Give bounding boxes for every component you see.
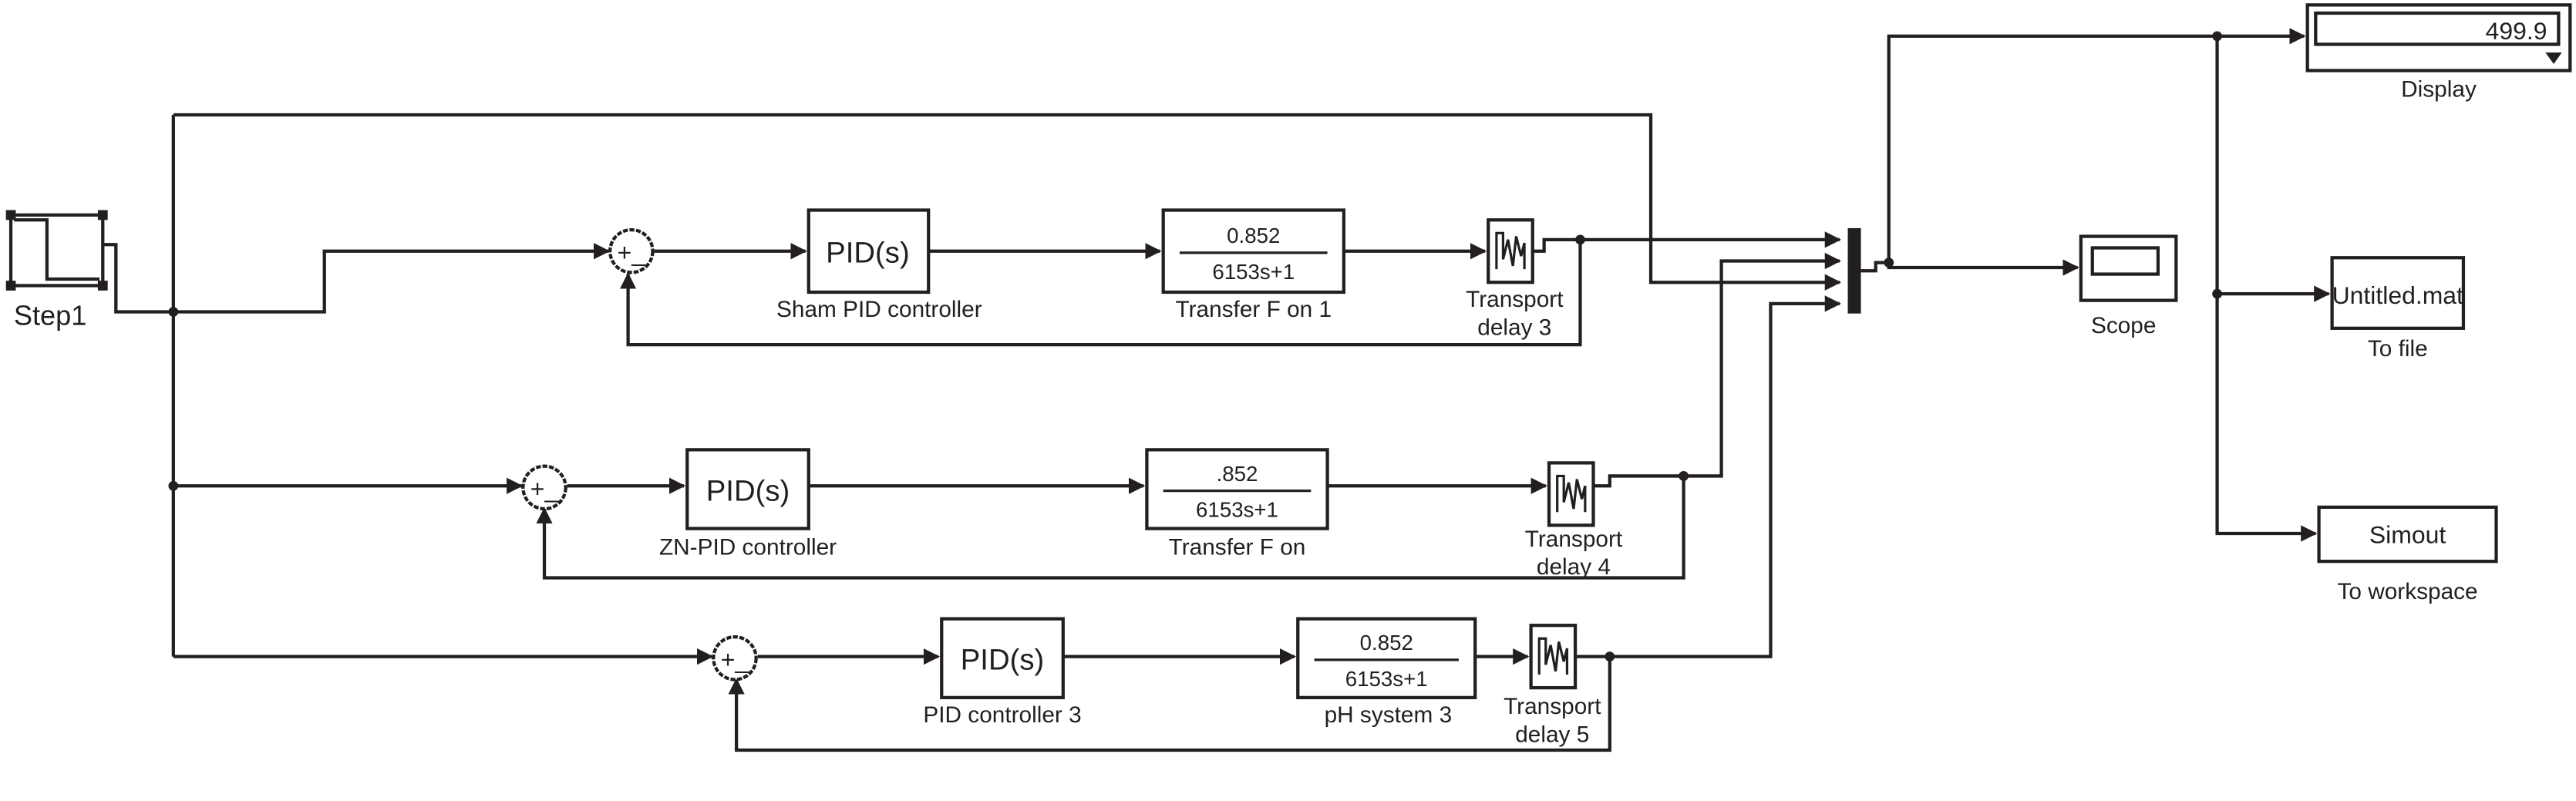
tf-numerator: 0.852 (1360, 631, 1413, 655)
pid-text: PID(s) (706, 474, 790, 507)
mux-block[interactable] (1847, 227, 1861, 314)
step-label: Step1 (14, 300, 87, 332)
to-file-block[interactable]: Untitled.mat (2330, 256, 2466, 330)
scope-label: Scope (2091, 313, 2157, 338)
sum-signs: +_ (618, 239, 647, 267)
transfer-fcn-block-3[interactable]: 0.852 6153s+1 (1296, 617, 1477, 699)
delay-label-4b: delay 4 (1537, 554, 1611, 580)
transfer-fcn-block-1[interactable]: 0.852 6153s+1 (1161, 208, 1346, 294)
sum-block-3[interactable]: +_ (712, 634, 758, 682)
to-workspace-label: To workspace (2337, 579, 2477, 604)
sum-signs: +_ (721, 646, 750, 674)
pid-text: PID(s) (961, 644, 1045, 677)
display-label: Display (2401, 77, 2477, 103)
display-value: 499.9 (2486, 17, 2547, 45)
to-workspace-text: Simout (2369, 521, 2446, 549)
pid-block-3[interactable]: PID(s) (940, 617, 1065, 699)
tf-denominator: 6153s+1 (1212, 260, 1295, 284)
to-file-label: To file (2368, 336, 2428, 362)
transport-delay-block-3[interactable] (1488, 220, 1532, 282)
sum-block-2[interactable]: +_ (521, 464, 567, 511)
tf-label-3: pH system 3 (1325, 702, 1453, 728)
transport-delay-block-5[interactable] (1531, 625, 1575, 688)
transport-delay-block-4[interactable] (1549, 463, 1593, 525)
signal-lines (103, 28, 2331, 752)
delay-label-3a: Transport (1466, 287, 1564, 312)
pid-block-2[interactable]: PID(s) (685, 448, 810, 530)
step-block[interactable] (5, 210, 108, 291)
sum-signs: +_ (530, 475, 560, 503)
tf-label-1: Transfer F on 1 (1175, 297, 1332, 322)
tf-label-2: Transfer F on (1169, 535, 1306, 560)
display-block[interactable]: 499.9 (2305, 3, 2572, 72)
pid-block-1[interactable]: PID(s) (806, 208, 931, 294)
delay-label-5a: Transport (1504, 694, 1601, 719)
scope-block[interactable] (2079, 234, 2178, 302)
sum-block-1[interactable]: +_ (608, 227, 655, 274)
tf-numerator: 0.852 (1227, 224, 1280, 247)
pid-label-1: Sham PID controller (776, 297, 982, 322)
dropdown-arrow-icon[interactable] (2545, 52, 2562, 65)
pid-text: PID(s) (826, 237, 910, 270)
to-file-text: Untitled.mat (2332, 281, 2463, 309)
tf-denominator: 6153s+1 (1345, 667, 1428, 691)
delay-label-4a: Transport (1525, 527, 1623, 552)
tf-denominator: 6153s+1 (1196, 498, 1278, 522)
pid-label-3: PID controller 3 (923, 702, 1081, 728)
to-workspace-block[interactable]: Simout (2317, 505, 2498, 564)
delay-label-5b: delay 5 (1515, 722, 1589, 747)
delay-label-3b: delay 3 (1477, 315, 1551, 340)
transfer-fcn-block-2[interactable]: .852 6153s+1 (1145, 448, 1329, 530)
pid-label-2: ZN-PID controller (659, 535, 837, 560)
tf-numerator: .852 (1217, 462, 1258, 486)
